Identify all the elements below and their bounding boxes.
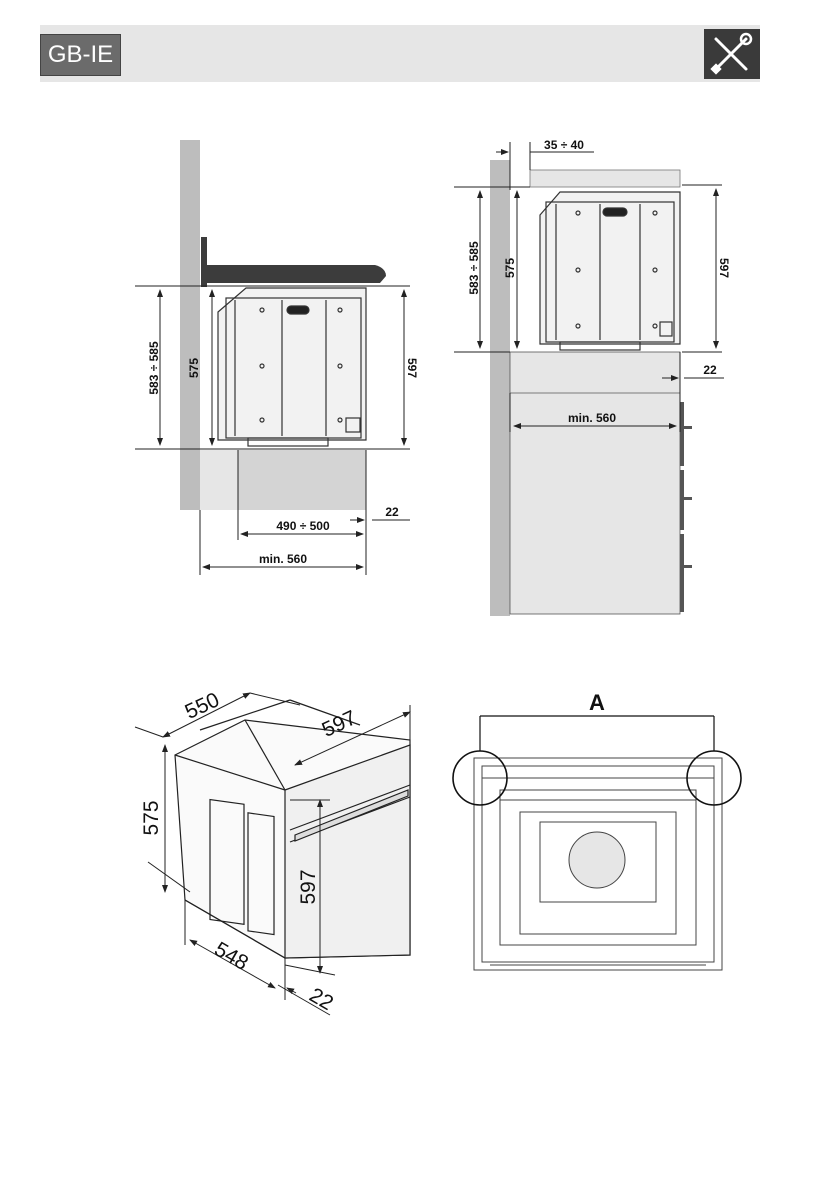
fig3-dimension-lines [134,692,411,1016]
fig2-oven [539,191,681,351]
fig3-label-548: 548 [210,938,252,975]
fig1-label-490-500: 490 ÷ 500 [276,519,330,533]
fig4-oven-front [473,757,723,971]
fig2-label-35-40: 35 ÷ 40 [544,138,584,152]
fig1-label-22: 22 [385,505,399,519]
fig3-label-575: 575 [140,800,163,835]
fig2-label-min560: min. 560 [568,411,616,425]
region-badge: GB-IE [40,34,121,76]
fig2-wall [490,160,681,616]
fig1-dimension-lines [135,285,410,575]
fig4-detail-bracket [479,715,715,751]
header-bar: GB-IE [40,25,760,82]
fig3-label-597-height: 597 [297,869,320,904]
fig1-label-min560: min. 560 [259,552,307,566]
fig1-label-583-585: 583 ÷ 585 [147,341,161,395]
fig1-label-597: 597 [405,358,419,378]
fig2-label-597: 597 [717,258,731,278]
fig1-label-575: 575 [187,358,201,378]
fig3-label-550: 550 [182,688,223,724]
fig2-label-575: 575 [503,258,517,278]
fig3-label-22: 22 [305,984,337,1016]
fig1-worktop [201,237,386,287]
fig2-dimension-lines [454,142,724,432]
fig2-label-22: 22 [703,363,717,377]
fig3-oven-isometric [174,699,411,959]
fig4-label-a: A [589,690,605,715]
fig1-oven [217,287,367,447]
screwdriver-wrench-icon [704,29,760,79]
fig2-drawer-fronts [680,402,692,612]
fig2-label-583-585: 583 ÷ 585 [467,241,481,295]
fig1-wall [180,140,366,510]
